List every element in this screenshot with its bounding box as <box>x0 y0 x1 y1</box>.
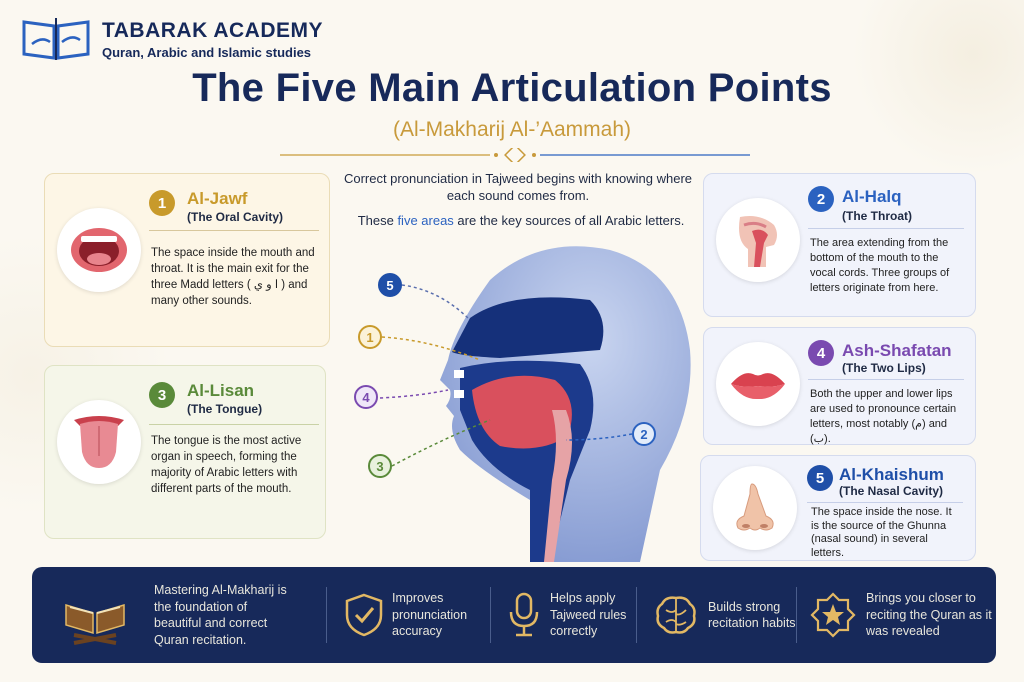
card-ash-shafatan: 4 Ash-Shafatan (The Two Lips) Both the u… <box>703 327 976 445</box>
page-title: The Five Main Articulation Points <box>192 66 832 110</box>
microphone-icon <box>509 592 539 637</box>
point-description-al-halq: The area extending from the bottom of th… <box>810 237 950 294</box>
star-badge-icon <box>810 592 856 638</box>
open-book-icon <box>22 18 90 60</box>
number-badge-4: 4 <box>808 340 834 366</box>
number-badge-2: 2 <box>808 186 834 212</box>
page-subtitle: (Al-Makharij Al-’Aammah) <box>392 118 632 141</box>
point-name-ash-shafatan: Ash-Shafatan <box>842 341 952 360</box>
number-badge-3: 3 <box>149 382 175 408</box>
card-al-khaishum: 5 Al-Khaishum (The Nasal Cavity) The spa… <box>700 455 976 561</box>
banner-lead: Mastering Al-Makharij is the foundation … <box>60 567 294 663</box>
tongue-shape <box>472 375 572 449</box>
point-translation-al-khaishum: (The Nasal Cavity) <box>839 484 944 498</box>
benefit-pronunciation: Improves pronunciation accuracy <box>344 567 486 663</box>
throat-icon <box>716 198 800 282</box>
academy-name: TABARAK ACADEMY <box>102 18 323 42</box>
point-translation-al-lisan: (The Tongue) <box>187 402 263 416</box>
banner-lead-highlight: Mastering Al-Makharij <box>154 583 275 597</box>
card-al-lisan: 3 Al-Lisan (The Tongue) The tongue is th… <box>44 365 326 539</box>
marker-5: 5 <box>378 273 402 297</box>
quran-on-stand-icon <box>65 603 125 645</box>
benefit-text-4: Brings you closer to reciting the Quran … <box>866 591 992 639</box>
banner-separator <box>636 587 637 643</box>
brain-icon <box>656 596 696 634</box>
nose-icon <box>713 466 797 550</box>
marker-1: 1 <box>358 325 382 349</box>
point-description-al-khaishum: The space inside the nose. It is the sou… <box>811 506 952 559</box>
throat-shape <box>544 410 572 562</box>
banner-lead-text: is the foundation of beautiful and corre… <box>154 583 287 647</box>
academy-tagline: Quran, Arabic and Islamic studies <box>102 44 312 60</box>
intro-text: Correct pronunciation in Tajweed begins … <box>343 171 693 203</box>
tongue-icon <box>57 400 141 484</box>
number-badge-1: 1 <box>149 190 175 216</box>
divider-line <box>808 379 964 380</box>
card-al-jawf: 1 Al-Jawf (The Oral Cavity) The space in… <box>44 173 330 347</box>
five-areas-highlight: five areas <box>397 213 454 228</box>
open-mouth-icon <box>57 208 141 292</box>
marker-3: 3 <box>368 454 392 478</box>
point-description-al-lisan: The tongue is the most active organ in s… <box>151 435 302 495</box>
ornamental-divider <box>280 148 750 162</box>
benefit-text-1: Improves pronunciation accuracy <box>392 591 468 639</box>
point-translation-ash-shafatan: (The Two Lips) <box>842 361 926 375</box>
benefit-habits: Builds strong recitation habits <box>654 567 798 663</box>
benefits-banner: Mastering Al-Makharij is the foundation … <box>32 567 996 663</box>
shield-check-icon <box>345 593 383 637</box>
point-name-al-lisan: Al-Lisan <box>187 381 255 400</box>
banner-separator <box>326 587 327 643</box>
nasal-cavity-shape <box>452 297 604 358</box>
banner-separator <box>490 587 491 643</box>
point-name-al-khaishum: Al-Khaishum <box>839 465 944 484</box>
divider-line <box>808 228 964 229</box>
academy-logo: TABARAK ACADEMY Quran, Arabic and Islami… <box>20 14 323 64</box>
point-description-ash-shafatan: Both the upper and lower lips are used t… <box>810 388 957 445</box>
benefit-text-2: Helps apply Tajweed rules correctly <box>550 591 627 639</box>
intro-text-2: These five areas are the key sources of … <box>357 213 685 228</box>
marker-2: 2 <box>632 422 656 446</box>
number-badge-5: 5 <box>807 465 833 491</box>
card-al-halq: 2 Al-Halq (The Throat) The area extendin… <box>703 173 976 317</box>
divider-line <box>149 424 319 425</box>
head-cross-section-diagram <box>379 246 691 562</box>
point-name-al-halq: Al-Halq <box>842 187 902 206</box>
lips-icon <box>716 342 800 426</box>
banner-separator <box>796 587 797 643</box>
point-description-al-jawf: The space inside the mouth and throat. I… <box>151 247 315 307</box>
point-name-al-jawf: Al-Jawf <box>187 189 248 208</box>
marker-4: 4 <box>354 385 378 409</box>
benefit-tajweed: Helps apply Tajweed rules correctly <box>506 567 636 663</box>
point-translation-al-halq: (The Throat) <box>842 209 912 223</box>
benefit-closer: Brings you closer to reciting the Quran … <box>810 567 992 663</box>
divider-line <box>807 502 963 503</box>
divider-line <box>149 230 319 231</box>
point-translation-al-jawf: (The Oral Cavity) <box>187 210 284 224</box>
benefit-text-3: Builds strong recitation habits <box>708 599 796 631</box>
